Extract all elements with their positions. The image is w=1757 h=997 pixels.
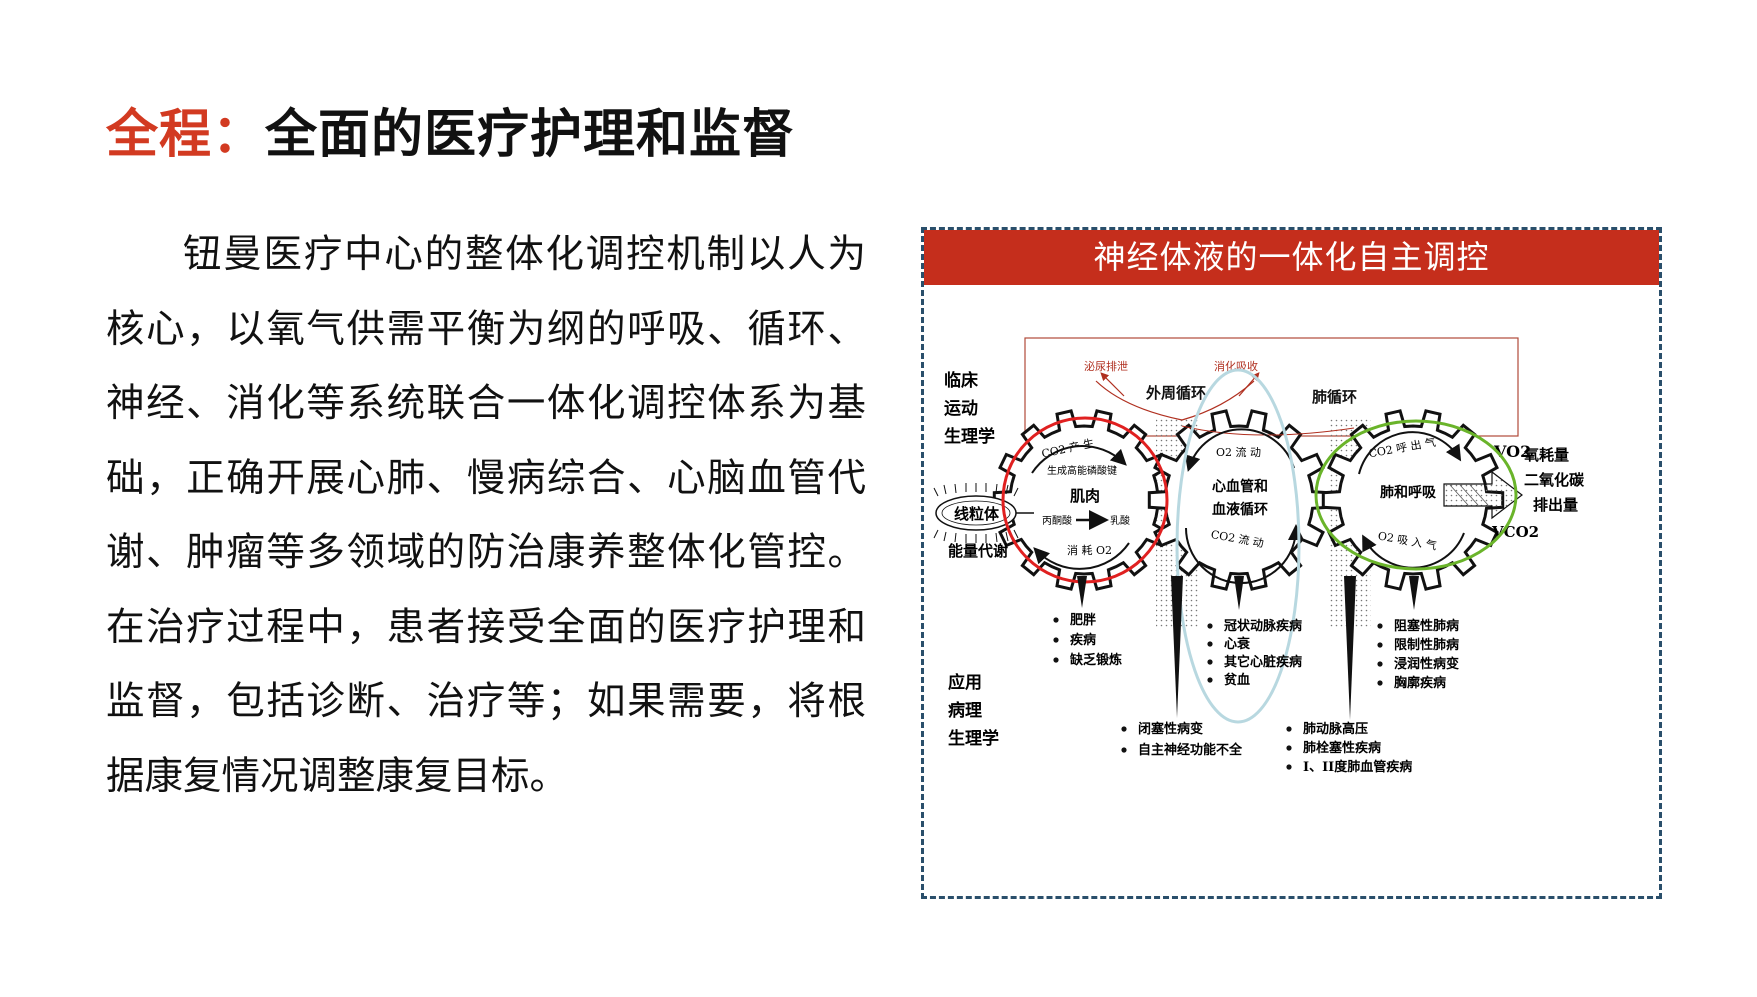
pathology-label-3: 生理学 [948,728,999,749]
gear-heart-arc-top [1184,428,1295,472]
spike-peripheral [1171,576,1183,718]
list-item: 心衰 [1224,636,1251,652]
bullet-dot [1207,623,1213,629]
list-item: 阻塞性肺病 [1394,618,1459,634]
bullet-dot [1377,623,1383,629]
gear-muscle-center: 肌肉 [1070,487,1100,505]
gear-heart-center-2: 血液循环 [1212,501,1268,518]
excretion-swoosh [1095,380,1255,421]
bullet-dot [1053,657,1059,663]
bullet-dot [1121,747,1127,753]
list-item: 浸润性病变 [1394,656,1459,672]
list-item: 肺动脉高压 [1303,721,1368,737]
clinical-label-2: 运动 [944,399,978,419]
list-item: 缺乏锻炼 [1069,652,1122,668]
gear-heart-top: O2 流 动 [1216,445,1261,459]
list-item: 闭塞性病变 [1138,721,1203,737]
pathology-label-1: 应用 [948,672,982,693]
bullet-dot [1121,726,1127,732]
list-item: 贫血 [1224,672,1250,688]
gear-muscle-right: 乳酸 [1110,514,1130,527]
bullet-dot [1286,745,1292,751]
peripheral-circulation-label: 外周循环 [1145,384,1206,402]
co2-output-label-1: 二氧化碳 [1524,471,1585,489]
energy-metabolism-label: 能量代谢 [948,542,1008,560]
list-item: I、II度肺血管疾病 [1303,759,1412,775]
list-item: 冠状动脉疾病 [1224,618,1302,634]
gear-muscle-bottom: 消 耗 O2 [1067,543,1112,557]
digestion-label: 消化吸收 [1214,359,1258,373]
spike-heart [1234,576,1244,610]
bullet-dot [1286,764,1292,770]
list-item: 自主神经功能不全 [1138,742,1243,758]
excretion-label: 泌尿排泄 [1084,359,1128,373]
gear-muscle-arc-top [1031,445,1127,474]
list-item: 胸廓疾病 [1394,675,1446,691]
list-item: 肺栓塞性疾病 [1303,740,1381,756]
spike-pulmonary [1344,576,1356,720]
list-item: 肥胖 [1070,612,1096,628]
page-title-main: 全面的医疗护理和监督 [265,105,796,165]
clinical-label-3: 生理学 [944,426,995,447]
regulation-diagram: 泌尿排泄 消化吸收 外周循环 肺循环 临床 运动 生理学 应用 病理 生理学 线… [933,337,1585,775]
bullet-dot [1377,642,1383,648]
gear-lung-arc-top [1358,431,1462,475]
spike-muscle [1077,576,1087,608]
pulmonary-circulation-label: 肺循环 [1312,388,1357,406]
vco2-label: VCO2 [1491,523,1539,541]
blue-ellipse [1175,368,1301,724]
gear-heart-center-1: 心血管和 [1212,478,1268,495]
mitochondria-icon [933,483,1019,543]
bullet-dot [1053,617,1059,623]
bullet-dot [1286,726,1292,732]
bullet-dot [1053,637,1059,643]
gear-muscle-left: 丙酮酸 [1042,514,1072,527]
diagram-frame [921,227,1662,899]
bullet-dot [1207,659,1213,665]
clinical-label-1: 临床 [944,370,979,391]
mitochondria-label: 线粒体 [954,505,1000,523]
list-item: 其它心脏疾病 [1224,654,1302,670]
bullet-dot [1207,641,1213,647]
list-item: 限制性肺病 [1394,637,1459,653]
page-title: 全程：全面的医疗护理和监督 [106,92,795,167]
green-circle [1314,419,1518,571]
gear-lung-center: 肺和呼吸 [1380,484,1437,501]
pathology-label-2: 病理 [948,700,982,721]
excretion-arrow [1100,372,1125,397]
co2-output-label-2: 排出量 [1533,496,1578,514]
pulmonary-swoosh [1181,425,1355,436]
bullet-dot [1377,680,1383,686]
spike-lung [1409,576,1419,610]
diagram-header: 神经体液的一体化自主调控 [924,230,1659,285]
page-title-accent: 全程： [106,105,266,165]
body-paragraph: 钮曼医疗中心的整体化调控机制以人为核心，以氧气供需平衡为纲的呼吸、循环、神经、消… [106,232,866,799]
bullet-dot [1377,661,1383,667]
gear-muscle-sub: 生成高能磷酸键 [1047,464,1117,477]
list-item: 疾病 [1070,632,1096,648]
bullet-dot [1207,677,1213,683]
gear-muscle-arc-bottom [1033,542,1130,570]
o2-consumption-label: 氧耗量 [1523,446,1569,464]
output-arrow [1443,470,1523,520]
